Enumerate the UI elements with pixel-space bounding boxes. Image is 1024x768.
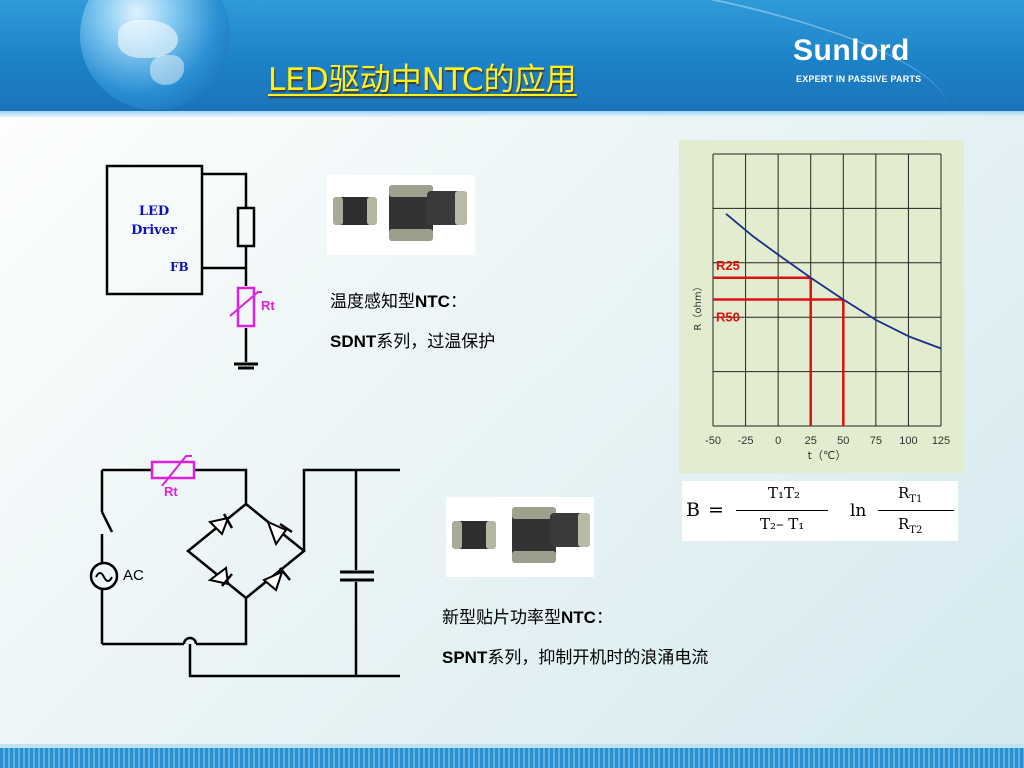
brand-tagline: EXPERT IN PASSIVE PARTS — [796, 74, 922, 84]
formula-den2: RT2 — [898, 515, 922, 536]
fb-label: FB — [170, 260, 189, 274]
x-tick-label: 50 — [837, 435, 849, 447]
formula-bar2 — [878, 510, 954, 511]
formula-num2-sub: T1 — [909, 494, 923, 505]
formula-eq: = — [708, 499, 724, 521]
spnt-line1-bold: NTC — [561, 608, 596, 627]
footer-bar — [0, 748, 1024, 768]
x-tick-label: 0 — [775, 435, 781, 447]
sdnt-line1-suffix: ： — [449, 292, 467, 312]
formula-den1: T₂– T₁ — [760, 515, 805, 533]
rt-label-1: Rt — [261, 298, 275, 313]
product-image-sdnt — [327, 175, 475, 255]
series-line — [725, 213, 942, 350]
x-tick-label: 125 — [932, 435, 950, 447]
formula-den2-r: R — [898, 515, 910, 533]
spnt-line1: 新型贴片功率型NTC： — [442, 598, 708, 638]
led-driver-label: LED Driver — [112, 202, 196, 240]
b-value-formula: B = T₁T₂ T₂– T₁ ln RT1 RT2 — [682, 481, 958, 541]
sdnt-line2: SDNT系列，过温保护 — [330, 322, 495, 362]
formula-lhs: B — [686, 499, 700, 521]
switch — [100, 511, 114, 533]
sdnt-line2-suffix: 系列，过温保护 — [376, 332, 496, 352]
header-banner: LED驱动中NTC的应用 Sunlord EXPERT IN PASSIVE P… — [0, 0, 1024, 113]
globe-landmass — [118, 20, 178, 58]
sdnt-line1-prefix: 温度感知型 — [330, 292, 415, 312]
sdnt-line2-bold: SDNT — [330, 332, 377, 351]
diode — [262, 570, 284, 592]
x-tick-label: -50 — [705, 435, 721, 447]
sdnt-line1-bold: NTC — [415, 292, 450, 311]
x-tick-label: -25 — [738, 435, 754, 447]
bridge-rectifier — [186, 502, 306, 600]
slide-title: LED驱动中NTC的应用 — [268, 62, 577, 98]
spnt-line1-prefix: 新型贴片功率型 — [442, 608, 561, 628]
driver-label-line2: Driver — [131, 223, 177, 238]
driver-label-line1: LED — [138, 204, 170, 219]
formula-ln: ln — [850, 501, 867, 521]
led-driver-block — [105, 164, 204, 296]
sdnt-line1: 温度感知型NTC： — [330, 282, 495, 322]
spnt-line1-suffix: ： — [595, 608, 613, 628]
brand-logo: Sunlord — [793, 34, 910, 67]
diode — [208, 516, 230, 536]
diode — [266, 520, 288, 547]
product-desc-sdnt: 温度感知型NTC： SDNT系列，过温保护 — [330, 282, 495, 362]
formula-den2-sub: T2 — [909, 525, 923, 536]
ac-source — [89, 561, 119, 591]
y-axis-label: R（ohm） — [692, 281, 704, 330]
thermistor-rt-1 — [229, 286, 262, 328]
formula-bar1 — [736, 510, 828, 511]
globe-landmass — [150, 55, 184, 85]
product-desc-spnt: 新型贴片功率型NTC： SPNT系列，抑制开机时的浪涌电流 — [442, 598, 708, 678]
annotation-label: R25 — [716, 258, 740, 273]
footer-highlight — [0, 744, 1024, 748]
chip-components-icon — [452, 507, 590, 563]
formula-num2-r: R — [898, 484, 910, 502]
formula-num1: T₁T₂ — [768, 484, 801, 502]
rt-label-2: Rt — [164, 484, 178, 499]
x-tick-label: 100 — [899, 435, 917, 447]
header-separator — [0, 111, 1024, 117]
diode — [207, 566, 230, 586]
formula-num2: RT1 — [898, 484, 922, 505]
annotation-label: R50 — [716, 310, 740, 325]
thermistor-rt-2 — [150, 455, 196, 487]
x-tick-label: 75 — [870, 435, 882, 447]
chip-components-icon — [333, 185, 467, 241]
ac-label: AC — [123, 567, 144, 584]
spnt-line2-suffix: 系列，抑制开机时的浪涌电流 — [487, 648, 709, 668]
product-image-spnt — [446, 497, 594, 577]
x-axis-label: t（℃） — [808, 449, 847, 462]
spnt-line2-bold: SPNT — [442, 648, 488, 667]
spnt-line2: SPNT系列，抑制开机时的浪涌电流 — [442, 638, 708, 678]
x-tick-label: 25 — [805, 435, 817, 447]
